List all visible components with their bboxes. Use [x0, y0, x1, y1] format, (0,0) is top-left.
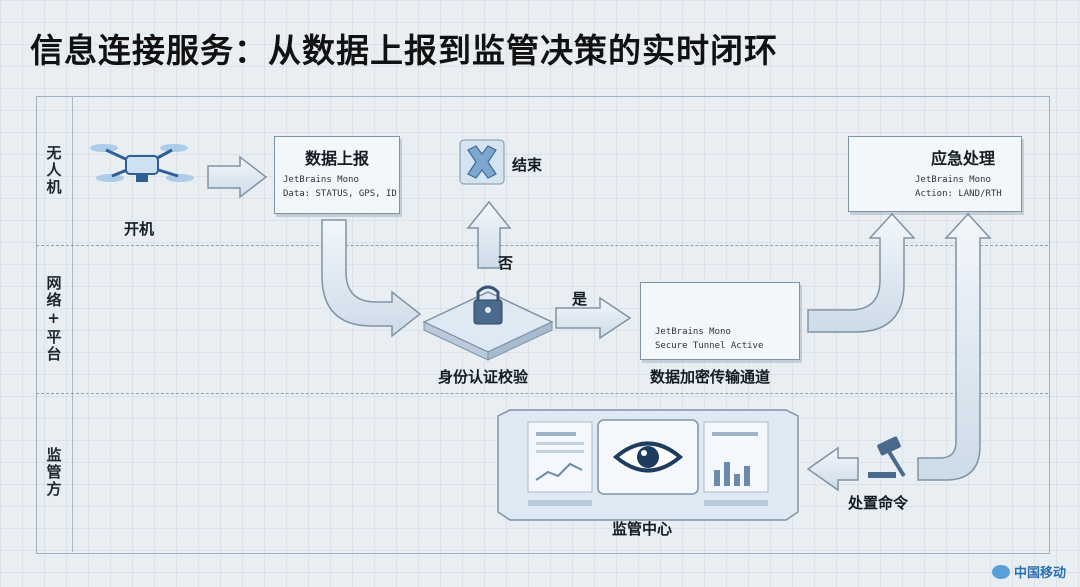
lane-divider-1 — [36, 245, 1048, 246]
tunnel-status: Secure Tunnel Active — [655, 341, 764, 351]
logo-icon — [991, 564, 1010, 579]
emergency-mono-font: JetBrains Mono — [915, 175, 991, 185]
arrow-command-to-center — [806, 446, 859, 492]
data-report-title: 数据上报 — [304, 149, 369, 168]
arrow-command-to-emergency — [917, 212, 992, 481]
arrow-auth-to-tunnel — [555, 296, 632, 340]
lock-icon — [422, 285, 554, 361]
arrow-report-to-auth — [321, 219, 422, 338]
monitoring-console — [497, 409, 799, 521]
end-x-icon — [459, 139, 505, 185]
lane-label-drone: 无人机 — [44, 145, 63, 196]
gavel-icon — [868, 436, 906, 478]
node-end-label: 结束 — [512, 156, 543, 174]
node-command-label: 处置命令 — [848, 494, 909, 512]
node-auth-label: 身份认证校验 — [438, 368, 529, 386]
brand-logo: 中国移动 — [991, 562, 1066, 581]
branch-no-label: 否 — [498, 254, 514, 272]
emergency-card: 应急处理 JetBrains Mono Action: LAND/RTH — [848, 136, 1022, 212]
data-report-mono-font: JetBrains Mono — [283, 175, 359, 185]
node-power-on-label: 开机 — [124, 220, 155, 238]
branch-yes-label: 是 — [572, 290, 588, 308]
data-report-fields: Data: STATUS, GPS, ID — [283, 189, 397, 199]
arrow-auth-to-end — [466, 200, 512, 269]
lane-label-regulator: 监管方 — [44, 447, 63, 498]
diagram-frame — [36, 96, 1050, 554]
emergency-title: 应急处理 — [930, 149, 995, 168]
tunnel-card: JetBrains Mono Secure Tunnel Active — [640, 282, 800, 360]
arrow-tunnel-to-emergency — [807, 212, 916, 333]
node-tunnel-label: 数据加密传输通道 — [650, 368, 771, 386]
lane-divider-2 — [36, 393, 1048, 394]
drone-icon — [90, 144, 194, 182]
lane-label-separator — [72, 96, 73, 552]
page-title: 信息连接服务：从数据上报到监管决策的实时闭环 — [30, 31, 778, 70]
eye-icon — [612, 441, 684, 473]
lane-label-network: 网络+平台 — [44, 275, 63, 363]
emergency-action: Action: LAND/RTH — [915, 189, 1002, 199]
logo-text: 中国移动 — [1013, 566, 1066, 581]
arrow-drone-to-report — [207, 155, 268, 199]
data-report-card: 数据上报 JetBrains Mono Data: STATUS, GPS, I… — [274, 136, 400, 214]
node-center-label: 监管中心 — [612, 520, 673, 538]
tunnel-mono-font: JetBrains Mono — [655, 327, 731, 337]
